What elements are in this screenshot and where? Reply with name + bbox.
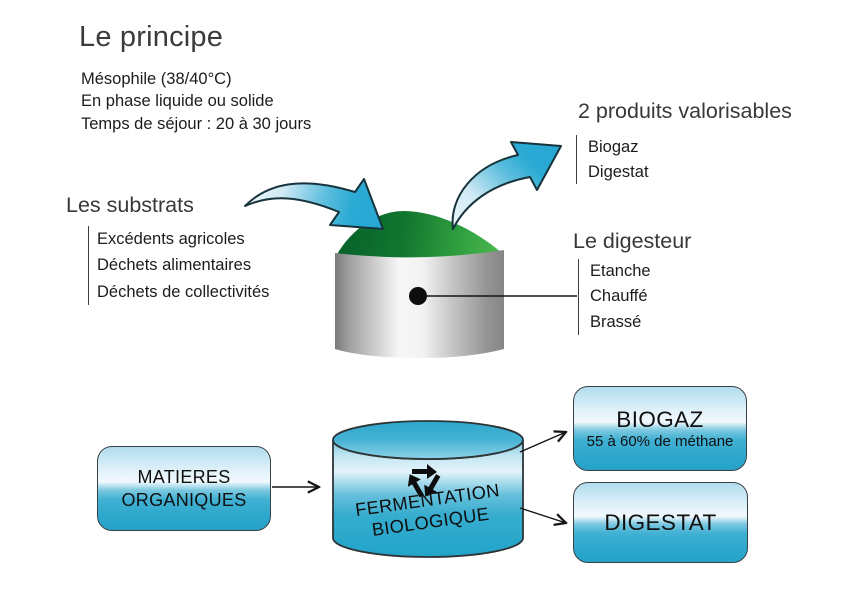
- substrat-item: Déchets alimentaires: [97, 256, 252, 275]
- intro-line: En phase liquide ou solide: [81, 92, 274, 111]
- flow-arrow-biogaz: [519, 432, 566, 453]
- fermentation-cylinder: [332, 420, 524, 558]
- intro-line: Temps de séjour : 20 à 30 jours: [81, 114, 312, 133]
- cylinder-top: [332, 420, 524, 460]
- biogaz-box: BIOGAZ 55 à 60% de méthane: [573, 386, 747, 471]
- recycle-icon: [407, 464, 441, 498]
- digestat-box: DIGESTAT: [573, 482, 748, 563]
- digesteur-item: Etanche: [590, 262, 651, 280]
- substrat-item: Excédents agricoles: [97, 230, 245, 248]
- input-box-line: MATIERES: [137, 467, 231, 487]
- digestat-box-title: DIGESTAT: [604, 509, 717, 535]
- produits-list: Biogaz Digestat: [576, 135, 649, 184]
- substrats-list: Excédents agricoles Déchets alimentaires…: [88, 226, 269, 305]
- outflow-arrow: [451, 141, 562, 230]
- substrats-heading: Les substrats: [66, 193, 194, 217]
- input-box-line: ORGANIQUES: [121, 489, 247, 510]
- substrat-item: Déchets de collectivités: [97, 282, 270, 301]
- biogaz-box-title: BIOGAZ: [616, 406, 704, 432]
- matieres-organiques-box: MATIERES ORGANIQUES: [97, 446, 271, 531]
- digester-dot: [409, 287, 427, 305]
- digesteur-item: Brassé: [590, 312, 642, 331]
- digester-illustration: [335, 211, 577, 358]
- produits-heading: 2 produits valorisables: [578, 99, 792, 123]
- intro-line: Mésophile (38/40°C): [81, 70, 232, 88]
- digesteur-list: Etanche Chauffé Brassé: [578, 259, 651, 336]
- intro-text: Mésophile (38/40°C) En phase liquide ou …: [81, 68, 311, 135]
- page-title: Le principe: [79, 21, 224, 53]
- produit-item: Digestat: [588, 162, 649, 181]
- flow-arrow-digestat: [519, 507, 566, 523]
- biogaz-box-subtitle: 55 à 60% de méthane: [586, 432, 734, 450]
- inflow-arrow: [244, 178, 384, 230]
- produit-item: Biogaz: [588, 138, 639, 156]
- digesteur-heading: Le digesteur: [573, 229, 692, 253]
- digesteur-item: Chauffé: [590, 287, 648, 306]
